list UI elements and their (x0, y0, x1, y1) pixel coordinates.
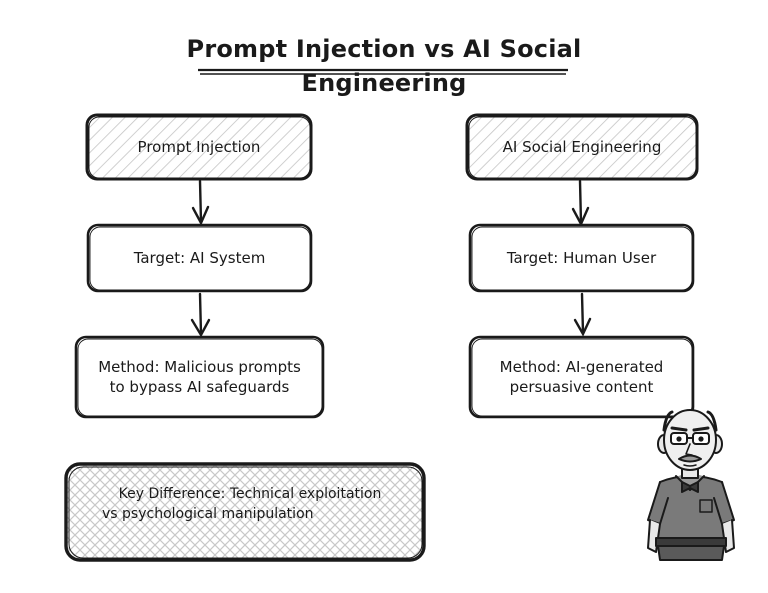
arrow-right-1 (571, 179, 590, 227)
right-method-line1: Method: AI-generated (499, 358, 664, 376)
left-method-label: Method: Malicious prompts to bypass AI s… (76, 337, 323, 417)
right-target-label: Target: Human User (506, 249, 657, 267)
left-target-label: Target: AI System (133, 249, 266, 267)
elderly-man-icon (647, 409, 735, 561)
left-method-box (74, 335, 325, 419)
arrow-left-1 (191, 179, 210, 226)
left-header-box (85, 113, 313, 181)
left-header-label: Prompt Injection (137, 138, 261, 156)
key-difference-label: Key Difference: Technical exploitation v… (80, 484, 420, 524)
right-method-label: Method: AI-generated persuasive content (470, 337, 693, 417)
arrow-left-2 (190, 292, 211, 338)
right-header-label: AI Social Engineering (502, 138, 662, 156)
key-difference-box (64, 462, 426, 562)
right-method-box (468, 335, 695, 419)
key-difference-line1: Key Difference: Technical exploitation (118, 486, 382, 502)
left-target-box (86, 223, 313, 293)
key-difference-line2: vs psychological manipulation (102, 506, 314, 522)
arrow-right-2 (573, 292, 592, 337)
title-underline (198, 68, 568, 75)
right-header-box (465, 113, 699, 181)
page-title: Prompt Injection vs AI Social Engineerin… (186, 35, 582, 97)
left-method-line2: to bypass AI safeguards (109, 378, 290, 396)
right-method-line2: persuasive content (509, 378, 654, 396)
left-method-line1: Method: Malicious prompts (98, 358, 301, 376)
right-target-box (468, 223, 695, 293)
